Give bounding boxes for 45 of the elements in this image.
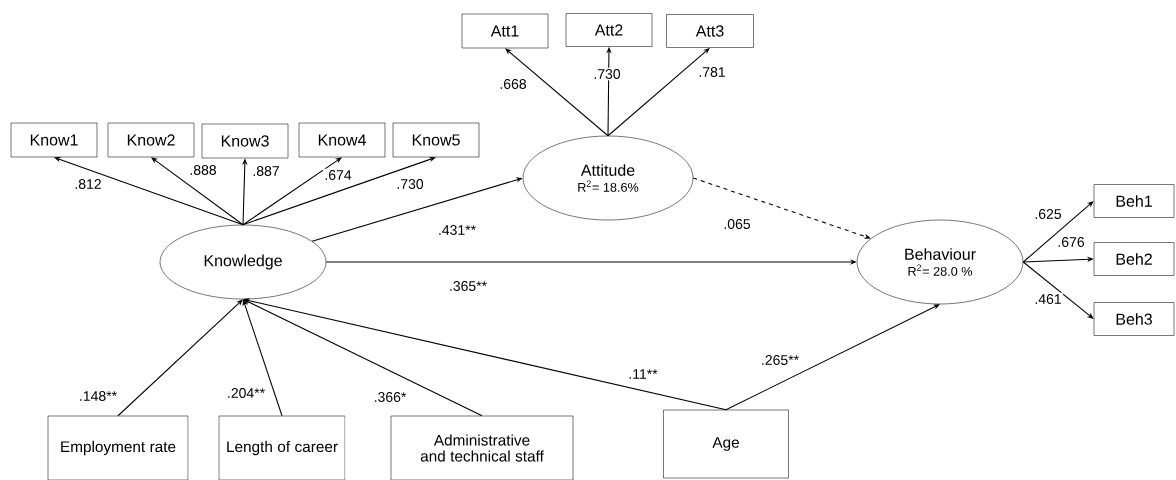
edge-label: .887 (251, 164, 281, 178)
edge-label: .625 (1033, 207, 1063, 221)
indicator-box: Beh3 (1093, 302, 1175, 336)
edge-label: .676 (1056, 235, 1086, 249)
indicator-box: Know3 (201, 123, 289, 159)
indicator-box: Beh2 (1093, 242, 1175, 276)
edge-label: .781 (697, 65, 727, 79)
path-arrow (725, 304, 940, 411)
path-arrow (242, 157, 342, 226)
edge-label: .265** (759, 353, 801, 367)
indicator-box: Beh1 (1093, 184, 1175, 218)
path-arrow (242, 156, 436, 226)
edge-label: .11** (627, 367, 659, 381)
indicator-box: Know4 (298, 122, 386, 158)
path-arrow (505, 48, 609, 137)
edge-label: .365** (447, 279, 489, 293)
predictor-box: Administrative and technical staff (390, 415, 574, 480)
edge-label: .730 (592, 67, 622, 81)
predictor-box: Employment rate (47, 415, 189, 480)
path-arrow (1022, 261, 1094, 319)
indicator-box: Know1 (10, 122, 98, 158)
path-arrow (243, 298, 727, 411)
indicator-box: Att1 (461, 13, 549, 49)
edge-label: .668 (498, 77, 528, 91)
edge-label: .888 (188, 163, 218, 177)
path-arrow (243, 299, 483, 417)
indicator-box: Att2 (565, 13, 653, 47)
edge-label: .431** (436, 223, 478, 237)
path-arrow (692, 177, 871, 239)
edge-label: .730 (395, 177, 425, 191)
path-arrow (151, 157, 244, 226)
edge-label: .812 (73, 177, 103, 191)
edge-label: .204** (225, 386, 267, 400)
indicator-box: Know2 (107, 122, 195, 158)
edge-label: .366* (372, 390, 408, 404)
path-arrow (117, 299, 243, 417)
edge-label: .674 (323, 168, 353, 182)
edge-label: .461 (1033, 292, 1063, 306)
edge-label: .148** (77, 389, 119, 403)
indicator-box: Att3 (666, 14, 754, 48)
edge-label: .065 (722, 217, 752, 231)
path-arrow (1022, 201, 1094, 263)
predictor-box: Age (663, 409, 789, 479)
predictor-box: Length of career (218, 415, 346, 480)
indicator-box: Know5 (392, 122, 480, 158)
